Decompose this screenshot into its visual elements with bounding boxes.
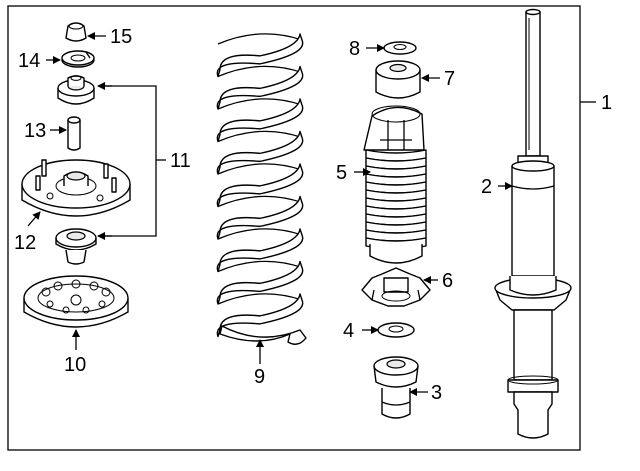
callout-14: 14 (18, 50, 40, 72)
spring-coil-back (217, 130, 303, 143)
spring-coil-back (217, 65, 303, 78)
callout-10: 10 (64, 354, 86, 376)
spring-coil-front (216, 163, 304, 208)
part-3-bump-stop (373, 356, 419, 419)
spring-coil-front (216, 293, 304, 338)
callout-6: 6 (442, 270, 453, 292)
spring-coil-front (216, 195, 304, 240)
callout-7: 7 (444, 68, 455, 90)
spring-end-coil (219, 325, 307, 345)
spring-coil-front (216, 130, 304, 175)
part-5-dust-boot (363, 105, 427, 264)
part-10-spring-seat (23, 275, 129, 328)
spring-coil-front (216, 260, 304, 305)
spring-coil-back (217, 228, 303, 240)
callout-9: 9 (254, 366, 265, 388)
spring-coil-front (216, 33, 304, 78)
spring-coil-front (216, 98, 304, 143)
spring-coil-front (216, 228, 304, 273)
spring-coil-back (217, 293, 303, 305)
part-13-sleeve (67, 116, 81, 151)
spring-coil-back (217, 98, 303, 110)
spring-coil-back (217, 33, 303, 45)
callout-15: 15 (110, 26, 132, 48)
spring-coil-back (217, 260, 303, 273)
callout-11-bracket (100, 85, 157, 237)
part-12-mount-plate (21, 159, 131, 217)
part-8-washer (383, 41, 417, 55)
part-6-seat (361, 267, 431, 307)
callout-11: 11 (170, 150, 191, 172)
callout-3: 3 (431, 382, 442, 404)
part-2-strut (494, 8, 572, 439)
callout-2: 2 (481, 176, 492, 198)
part-4-washer (377, 322, 415, 338)
leader-12 (27, 211, 41, 227)
part-11-upper-bushing (57, 75, 95, 105)
diagram-frame (7, 5, 581, 451)
callout-8: 8 (349, 38, 360, 60)
callout-4: 4 (343, 320, 354, 342)
callout-12: 12 (14, 232, 36, 254)
callout-13: 13 (24, 120, 46, 142)
part-7-bump-rubber (375, 60, 421, 99)
callout-1: 1 (601, 92, 612, 114)
part-14-ring (61, 50, 95, 68)
part-9-coil-spring (216, 33, 307, 345)
part-11-lower-bushing (55, 228, 97, 265)
spring-coil-back (217, 163, 303, 175)
part-15-cap (65, 22, 87, 42)
spring-coil-back (217, 195, 303, 208)
spring-coil-front (216, 65, 304, 110)
callout-5: 5 (336, 162, 347, 184)
